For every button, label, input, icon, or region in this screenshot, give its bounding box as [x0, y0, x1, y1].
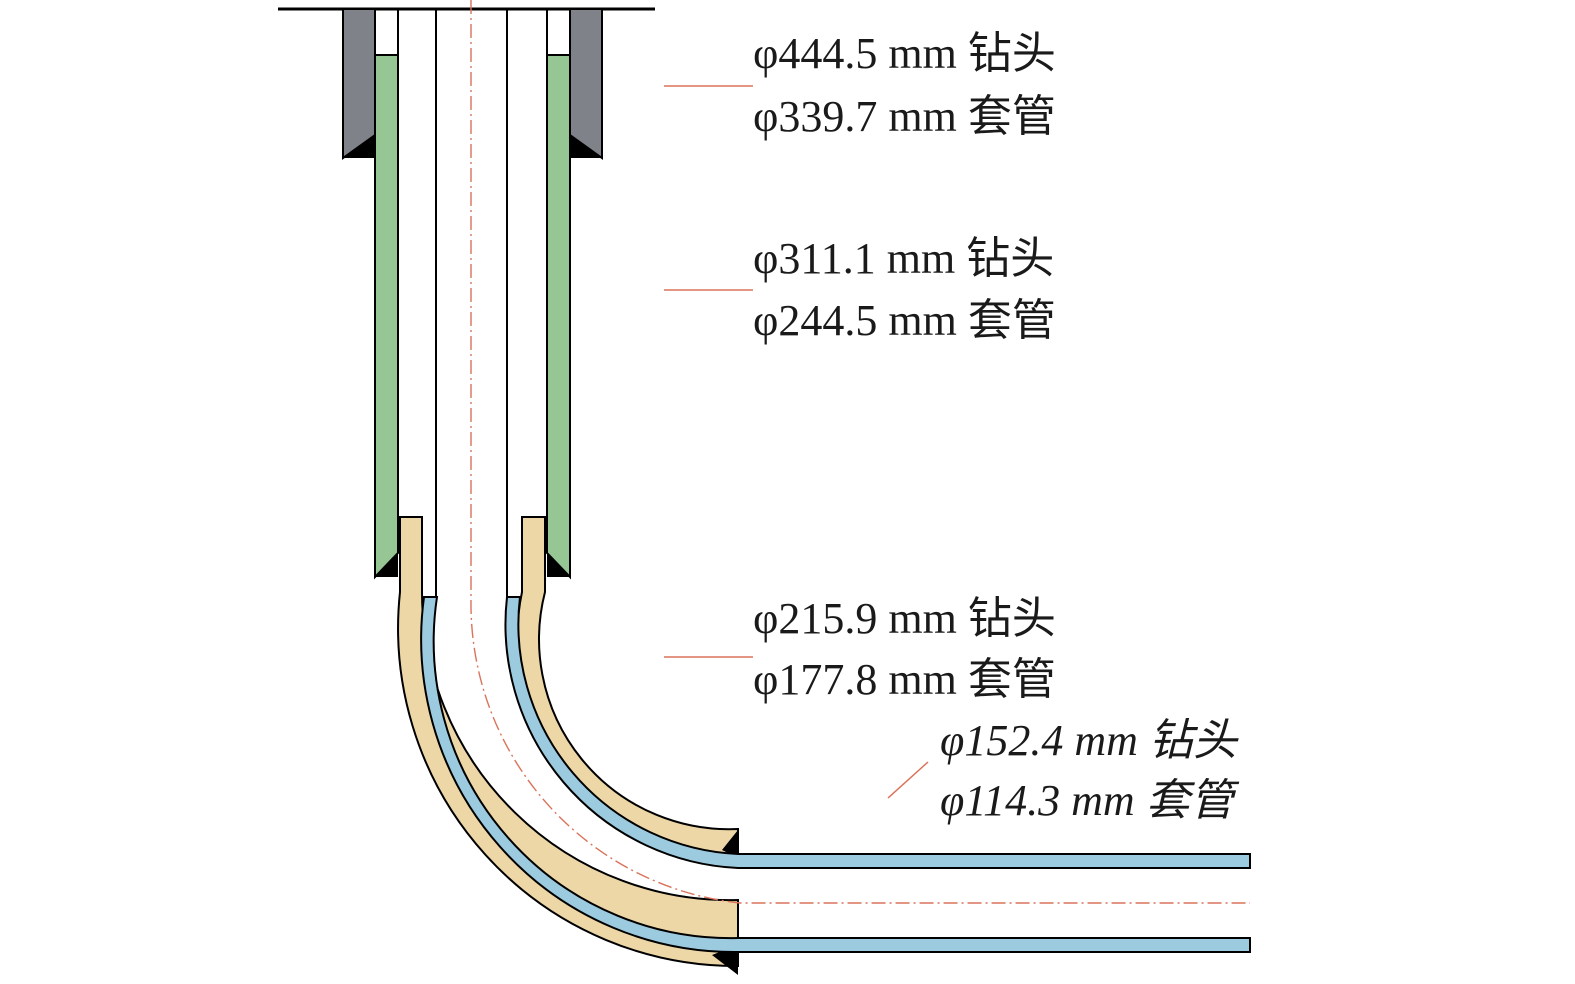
leader-line-4 [887, 761, 929, 799]
bit-size-label: φ311.1 mm 钻头 [753, 234, 1054, 283]
production-casing-inner-shoe [722, 830, 738, 858]
bit-size-label: φ152.4 mm 钻头 [940, 716, 1239, 765]
intermediate-casing-right-shoe [547, 553, 570, 577]
bit-size-label: φ444.5 mm 钻头 [753, 29, 1056, 78]
intermediate-casing [374, 54, 571, 580]
intermediate-casing-left-wall [374, 54, 399, 580]
liner-outer-band [420, 596, 1251, 954]
intermediate-casing-right-wall [546, 54, 571, 580]
casing-size-label: φ244.5 mm 套管 [753, 296, 1056, 345]
inner-casing-walls [397, 9, 548, 597]
casing-labels: φ444.5 mm 钻头 φ339.7 mm 套管 φ311.1 mm 钻头 φ… [753, 29, 1240, 825]
casing-size-label: φ177.8 mm 套管 [753, 655, 1056, 704]
intermediate-casing-left-shoe [375, 553, 398, 577]
liner-casing [420, 596, 1251, 954]
surface-casing [342, 8, 603, 160]
surface-casing-right-wall [569, 8, 603, 160]
surface-casing-right-shoe [570, 135, 602, 158]
casing-size-label: φ339.7 mm 套管 [753, 92, 1056, 141]
surface-casing-left-wall [342, 8, 376, 160]
casing-size-label: φ114.3 mm 套管 [940, 776, 1240, 825]
bit-size-label: φ215.9 mm 钻头 [753, 594, 1056, 643]
liner-inner-band [504, 596, 1251, 869]
leader-lines [664, 85, 929, 799]
well-centerline [470, 0, 1250, 904]
surface-casing-left-shoe [343, 135, 375, 158]
